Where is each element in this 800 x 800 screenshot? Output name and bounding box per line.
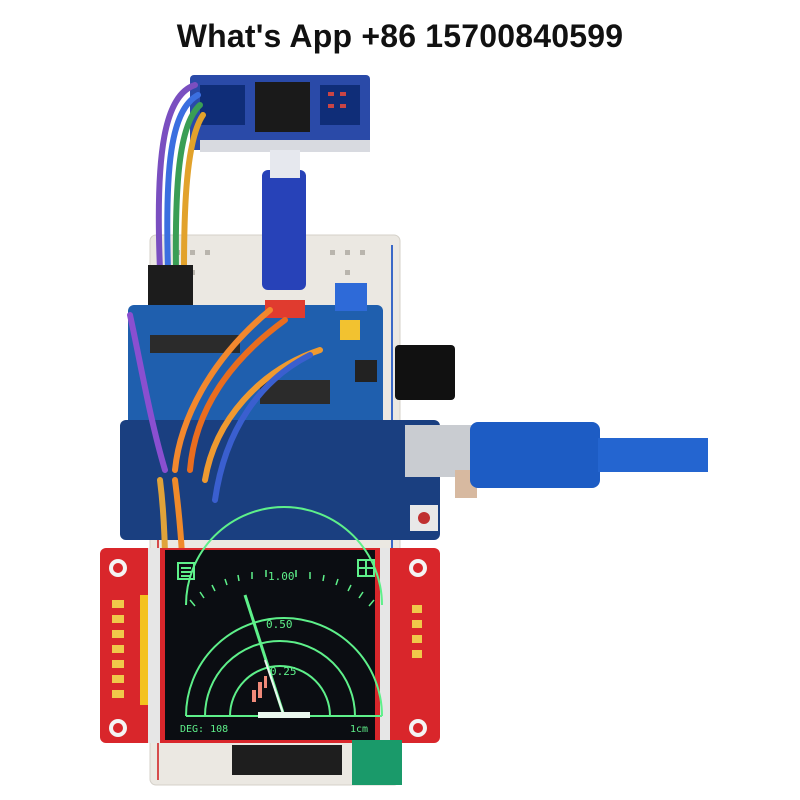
tft-screen [165, 550, 375, 740]
radar-echo [252, 676, 267, 702]
usb-port [405, 425, 475, 477]
radar-label-inner: 0.25 [270, 665, 297, 678]
radar-label-mid: 0.50 [266, 618, 293, 631]
menu-icon [177, 562, 195, 580]
servo-motor [262, 170, 306, 290]
caption-text: What's App +86 15700840599 [176, 18, 624, 54]
arduino-board [120, 420, 440, 540]
radar-label-top: 1.00 [268, 570, 295, 583]
usb-cable-plug [470, 422, 600, 488]
status-degrees: DEG: 108 [180, 724, 228, 735]
status-distance: 1cm [350, 724, 368, 735]
grid-icon [357, 559, 375, 577]
